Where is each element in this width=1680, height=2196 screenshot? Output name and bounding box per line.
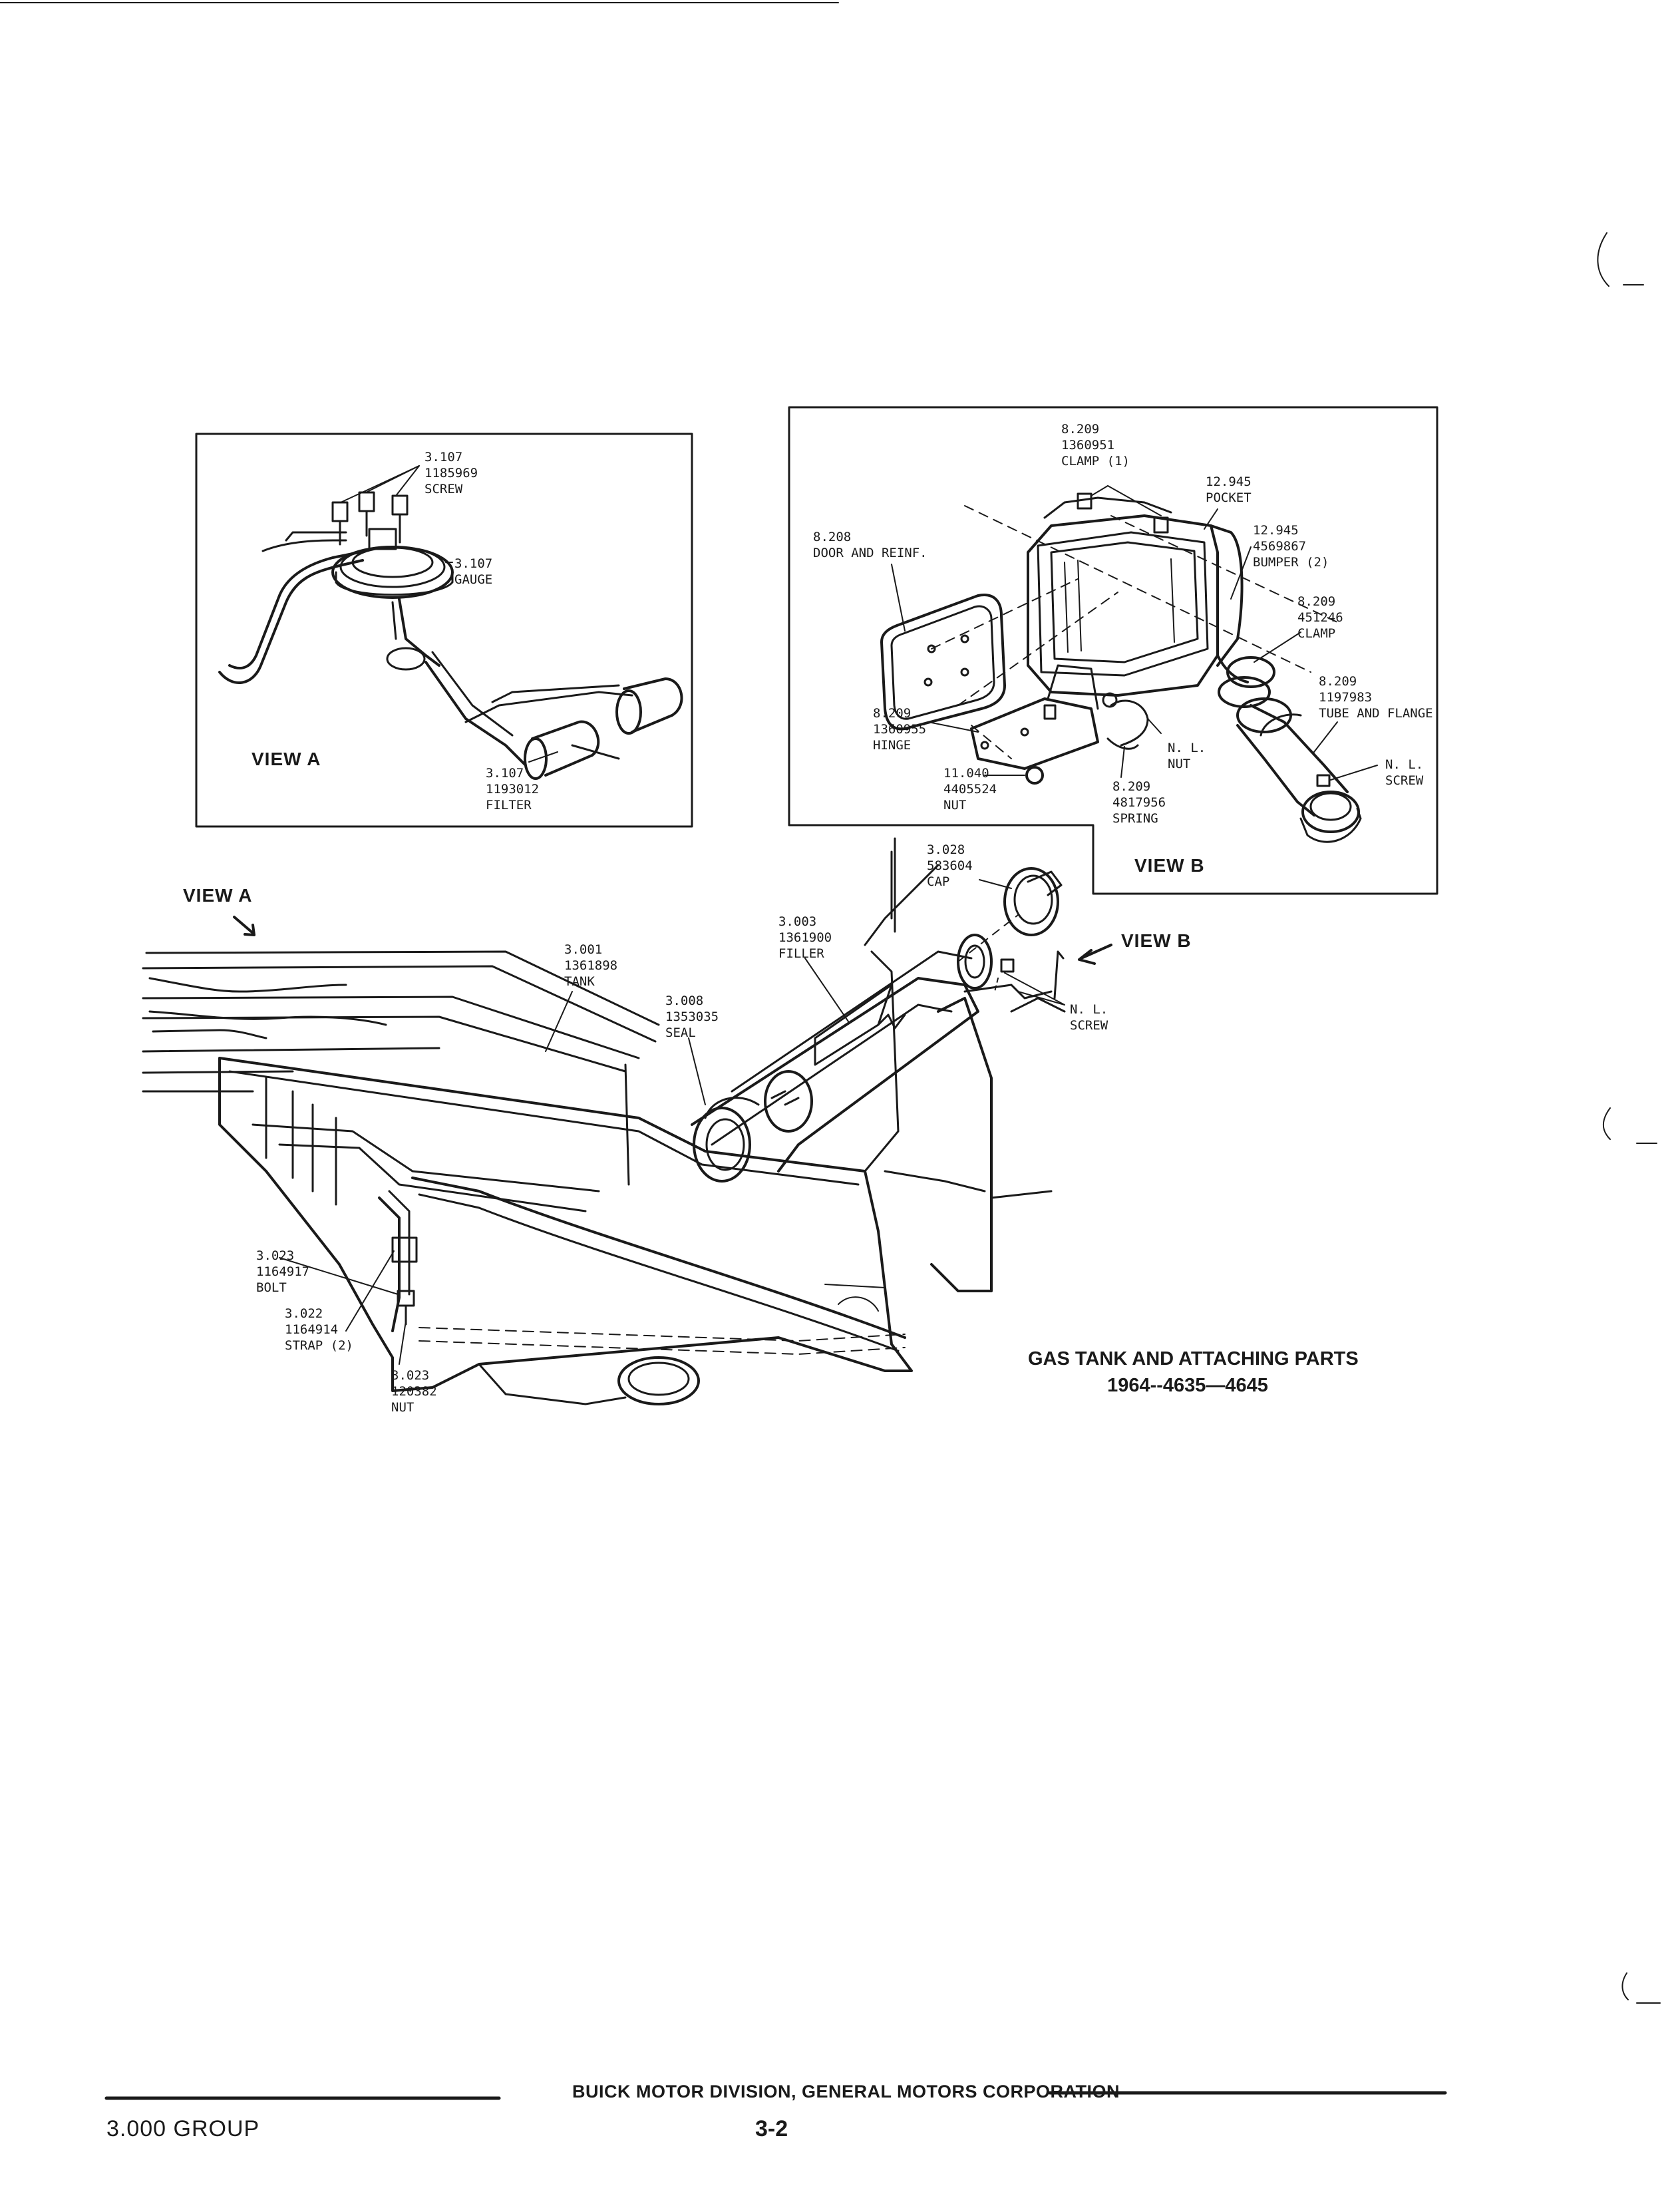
view-b-arrow <box>1078 944 1112 965</box>
label-nl-screw-main: N. L. SCREW <box>1070 1002 1108 1033</box>
label-nut: 11.040 4405524 NUT <box>943 766 997 813</box>
edge-mark <box>1597 232 1609 287</box>
caption-title: GAS TANK AND ATTACHING PARTS <box>1028 1348 1359 1370</box>
footer-group: 3.000 GROUP <box>106 2116 260 2141</box>
edge-mark <box>1602 1107 1611 1140</box>
view-b-pointer-label: VIEW B <box>1121 930 1192 951</box>
view-a-inset-title: VIEW A <box>252 749 321 769</box>
label-tank: 3.001 1361898 TANK <box>564 942 618 989</box>
label-clamp-2: 8.209 451246 CLAMP <box>1297 594 1343 641</box>
view-a-arrow <box>233 916 255 936</box>
label-nl-nut: N. L. NUT <box>1168 741 1206 771</box>
label-spring: 8.209 4817956 SPRING <box>1112 779 1166 826</box>
view-b-inset-title: VIEW B <box>1134 855 1205 876</box>
diagram-caption: GAS TANK AND ATTACHING PARTS 1964--4635—… <box>1028 1346 1359 1399</box>
label-gauge-screw: 3.107 1185969 SCREW <box>424 450 478 496</box>
label-pocket: 12.945 POCKET <box>1206 474 1252 505</box>
filler-door-drawing <box>880 485 1378 843</box>
label-tube-and-flange: 8.209 1197983 TUBE AND FLANGE <box>1319 674 1433 721</box>
label-bumper: 12.945 4569867 BUMPER (2) <box>1253 523 1329 570</box>
label-door: 8.208 DOOR AND REINF. <box>813 530 927 560</box>
label-gauge: 3.107 GAUGE <box>454 556 493 587</box>
label-nl-screw-view-b: N. L. SCREW <box>1385 757 1424 788</box>
label-bolt: 3.023 1164917 BOLT <box>256 1248 310 1295</box>
label-clamp-1: 8.209 1360951 CLAMP (1) <box>1061 422 1130 468</box>
view-b-frame <box>788 406 1438 895</box>
gauge-unit-drawing <box>218 465 683 780</box>
label-filler: 3.003 1361900 FILLER <box>778 914 832 961</box>
gas-tank-drawing <box>142 837 1066 1405</box>
view-a-frame <box>195 433 693 828</box>
edge-mark <box>1621 1972 1629 2000</box>
label-strap: 3.022 1164914 STRAP (2) <box>285 1306 353 1353</box>
footer-division: BUICK MOTOR DIVISION, GENERAL MOTORS COR… <box>572 2082 1120 2102</box>
label-seal: 3.008 1353035 SEAL <box>665 994 719 1040</box>
label-cap: 3.028 583604 CAP <box>927 842 973 889</box>
label-filter: 3.107 1193012 FILTER <box>486 766 540 813</box>
footer-page-number: 3-2 <box>755 2116 788 2141</box>
view-a-pointer-label: VIEW A <box>183 885 253 906</box>
label-hinge: 8.209 1360955 HINGE <box>873 706 927 753</box>
caption-models: 1964--4635—4645 <box>1107 1375 1268 1396</box>
label-strap-nut: 3.023 120382 NUT <box>391 1368 437 1415</box>
